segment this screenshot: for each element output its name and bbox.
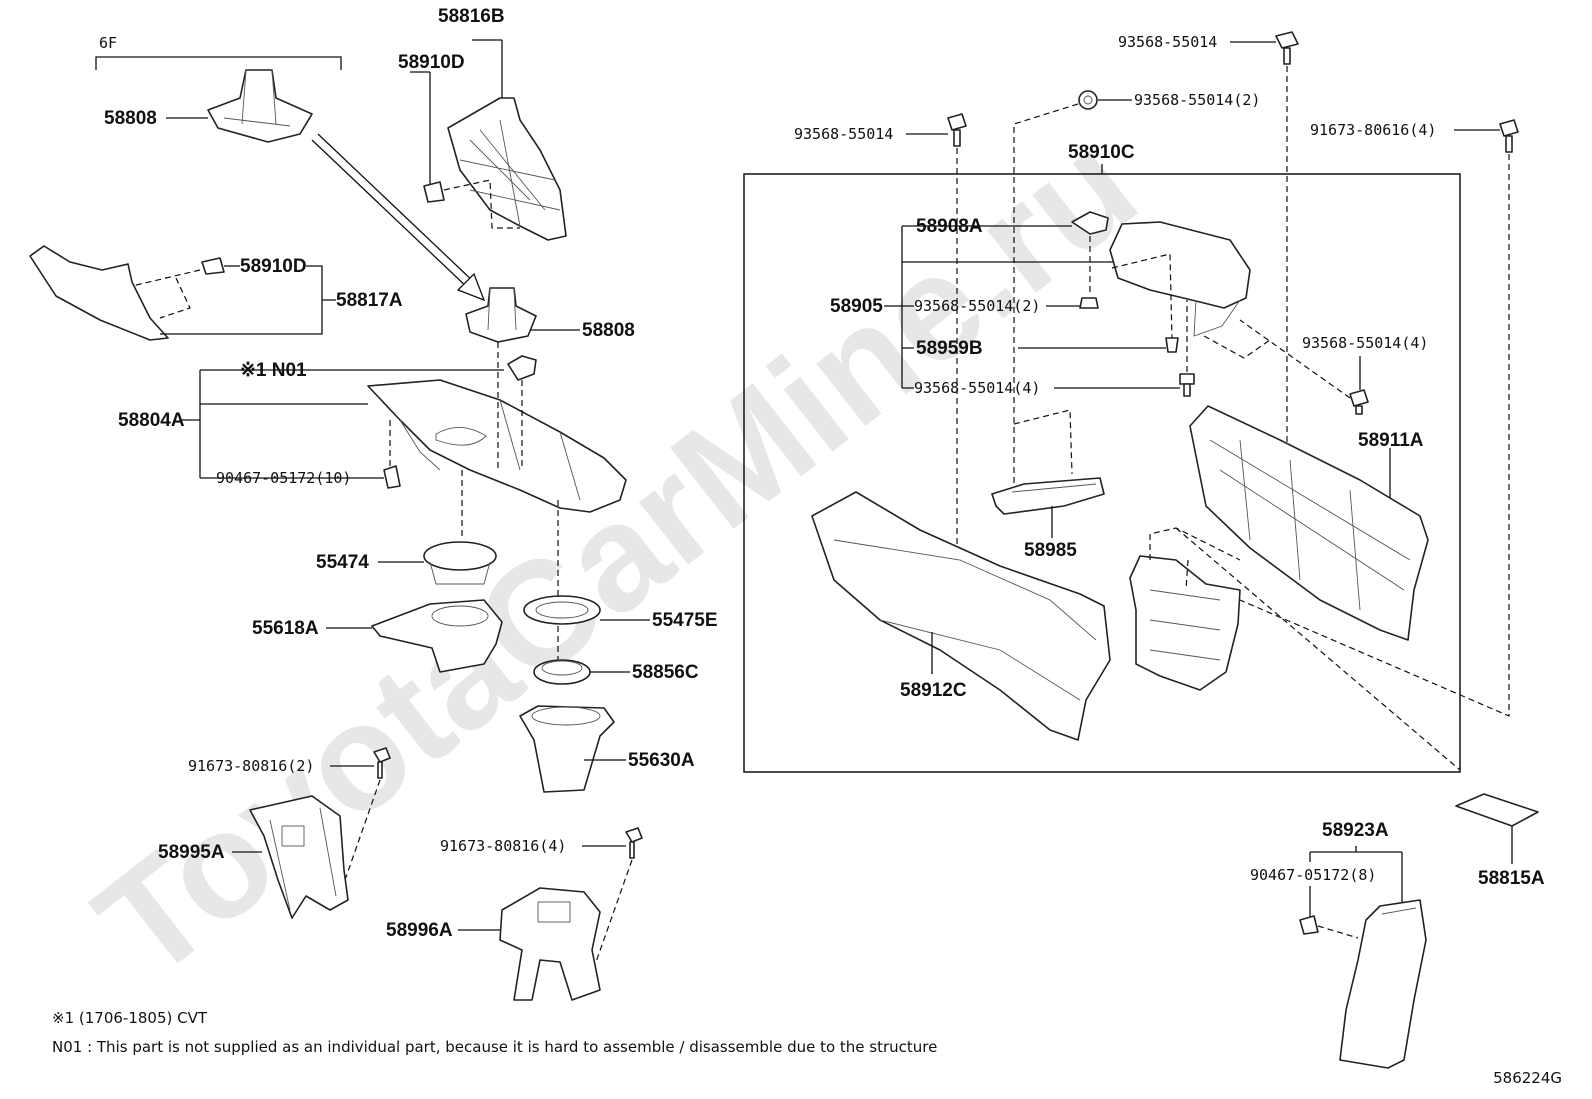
pad-58815a: [1455, 793, 1539, 827]
ring-55474: [423, 541, 497, 585]
part-n01: [507, 355, 537, 381]
console-box: [1129, 555, 1241, 691]
label-93568-4b: 93568-55014(4): [1302, 334, 1428, 352]
label-58985: 58985: [1024, 540, 1077, 561]
bracket-58908a: [1071, 211, 1109, 235]
bolt-93568-4a: [1179, 373, 1195, 397]
mat-58856c: [533, 659, 591, 685]
label-93568-4a: 93568-55014(4): [914, 379, 1040, 397]
bolt-93568-2b: [1079, 297, 1099, 309]
label-58908a: 58908A: [916, 216, 983, 237]
bolt-93568-top: [1275, 31, 1299, 65]
lower-trim-58817a: [29, 245, 169, 341]
armrest-lid: [1109, 221, 1251, 337]
label-93568-top: 93568-55014: [1118, 33, 1217, 51]
bolt-91673-80616: [1499, 119, 1519, 153]
label-58911a: 58911A: [1358, 430, 1424, 451]
label-91673-2: 91673-80816(2): [188, 757, 314, 775]
label-91673-4: 91673-80816(4): [440, 837, 566, 855]
label-93568-2b: 93568-55014(2): [914, 297, 1040, 315]
label-58817a: 58817A: [336, 290, 403, 311]
label-58996a: 58996A: [386, 920, 453, 941]
label-n01: ※1 N01: [240, 360, 307, 381]
label-90467-10: 90467-05172(10): [216, 469, 351, 487]
assembly-arrow: [311, 133, 486, 302]
bolt-93568-left: [947, 113, 967, 147]
bracket-58996a: [499, 887, 601, 1001]
cover-58923a: [1339, 899, 1427, 1069]
label-58905: 58905: [830, 296, 883, 317]
label-58959b: 58959B: [916, 338, 983, 359]
clip-90467: [383, 465, 401, 489]
label-58808-top: 58808: [104, 108, 157, 129]
side-panel-58911a: [1189, 405, 1429, 641]
label-55475e: 55475E: [652, 610, 718, 631]
label-58910d-top: 58910D: [398, 52, 465, 73]
label-58912c: 58912C: [900, 680, 967, 701]
shift-boot-top: [207, 69, 313, 143]
label-55618a: 55618A: [252, 618, 319, 639]
bracket-58985: [991, 477, 1105, 515]
clip-58959b: [1165, 337, 1179, 353]
label-58856c: 58856C: [632, 662, 699, 683]
label-93568-left: 93568-55014: [794, 125, 893, 143]
label-55630a: 55630A: [628, 750, 695, 771]
bracket-58995a: [249, 795, 349, 919]
watermark: ToyotaCarMine.ru: [66, 100, 1165, 1011]
clip-58910d-top: [423, 181, 445, 203]
bolt-93568-4b: [1349, 389, 1369, 415]
clip-58910d-mid: [201, 257, 225, 275]
cupholder-55618a: [371, 599, 503, 673]
label-58816b: 58816B: [438, 6, 505, 27]
label-55474: 55474: [316, 552, 369, 573]
side-panel-58816b: [447, 97, 567, 241]
bolt-93568-2a: [1078, 90, 1098, 110]
side-cover-58912c: [811, 491, 1111, 741]
reference-code: 586224G: [1493, 1069, 1562, 1087]
label-6f: 6F: [99, 34, 117, 52]
label-58923a: 58923A: [1322, 820, 1389, 841]
label-58804a: 58804A: [118, 410, 185, 431]
ring-55475e: [523, 595, 601, 625]
shift-boot-mid: [465, 287, 537, 343]
footnote-n01: N01 : This part is not supplied as an in…: [52, 1038, 938, 1056]
label-91673-80616: 91673-80616(4): [1310, 121, 1436, 139]
bolt-91673-2: [373, 747, 391, 779]
cup-55630a: [519, 705, 615, 793]
label-58995a: 58995A: [158, 842, 225, 863]
label-58910d-mid: 58910D: [240, 256, 307, 277]
label-58910c: 58910C: [1068, 142, 1135, 163]
console-panel-58804a: [367, 379, 627, 513]
label-90467-8: 90467-05172(8): [1250, 866, 1376, 884]
label-58808-mid: 58808: [582, 320, 635, 341]
bolt-91673-4: [625, 827, 643, 859]
clip-90467-8: [1299, 915, 1319, 935]
label-58815a: 58815A: [1478, 868, 1545, 889]
label-93568-2a: 93568-55014(2): [1134, 91, 1260, 109]
footnote-cvt: ※1 (1706-1805) CVT: [52, 1009, 208, 1027]
